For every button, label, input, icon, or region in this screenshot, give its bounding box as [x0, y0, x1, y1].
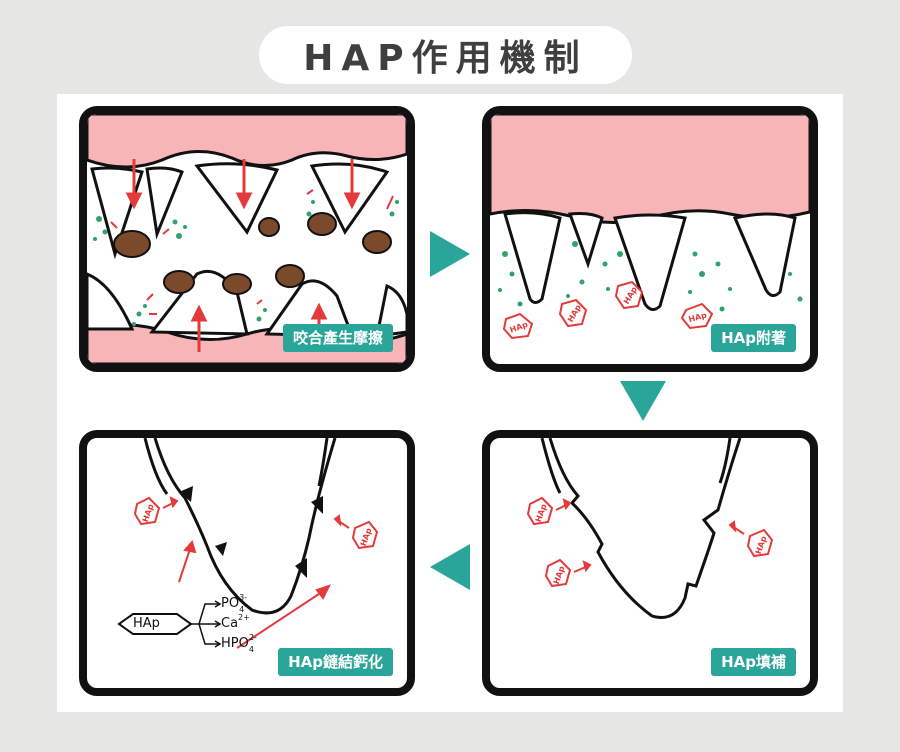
formula-hap-source: HAp [133, 616, 160, 631]
formula-hpo-sub: 4 [248, 645, 254, 654]
formula-calcium-sup: 2+ [238, 613, 250, 622]
formula-phosphate-sub: 4 [239, 605, 245, 614]
formula-phosphate: PO4 3- [221, 593, 252, 614]
panel-step4-calcify: HAp HAp HAp PO43- Ca2+ [79, 430, 415, 696]
attach-illustration: HAp HAp HAp HAp [490, 114, 810, 340]
page-title: HAP作用機制 [303, 38, 588, 79]
formula-phosphate-sup: 3- [239, 593, 248, 602]
label-step4: HAp鏈結鈣化 [278, 648, 393, 676]
friction-illustration [87, 114, 407, 364]
arrow-right-icon [430, 231, 470, 277]
panel-step3-fill: HAp HAp HAp HAp填補 [482, 430, 818, 696]
arrow-left-icon [430, 544, 470, 590]
formula-calcium-base: Ca [221, 616, 239, 631]
arrow-down-icon [620, 381, 666, 421]
panel-step1-friction: 咬合產生摩擦 [79, 106, 415, 372]
fill-illustration: HAp HAp HAp [526, 438, 774, 619]
formula-hpo-sup: 2- [248, 633, 257, 642]
formula-phosphate-base: PO [221, 596, 240, 611]
formula-calcium: Ca2+ [221, 613, 250, 631]
label-step3: HAp填補 [711, 648, 796, 676]
label-step1: 咬合產生摩擦 [282, 324, 393, 352]
calcify-illustration: HAp HAp [117, 438, 379, 649]
label-step2: HAp附著 [711, 324, 796, 352]
diagram-canvas: 咬合產生摩擦 [57, 94, 843, 712]
formula-hpo-base: HPO [221, 636, 249, 651]
formula-hydrogen-phosphate: HPO4 2- [221, 633, 262, 654]
title-pill: HAP作用機制 [259, 26, 632, 84]
panel-step2-attach: HAp HAp HAp HAp HAp附著 [482, 106, 818, 372]
